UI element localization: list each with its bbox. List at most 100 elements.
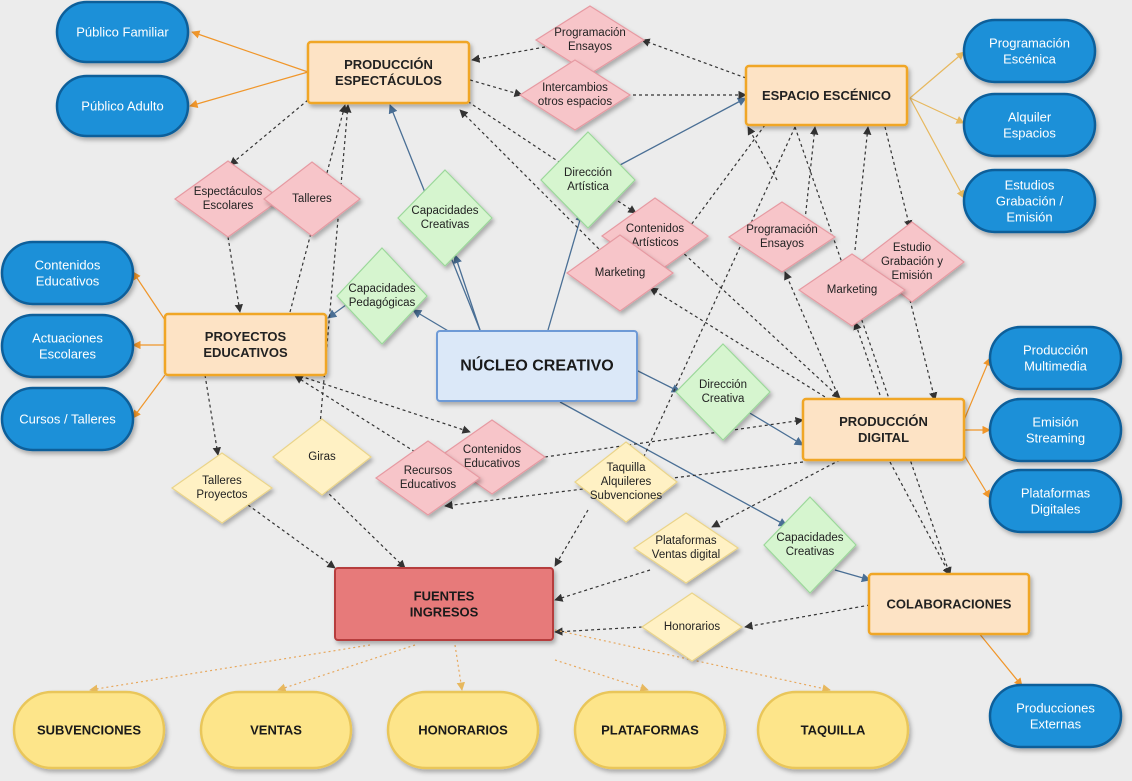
arrow-espacio-to-estudio	[884, 126, 913, 229]
emision-streaming-pill-label: Streaming	[1026, 431, 1085, 446]
giras-diamond[interactable]: Giras	[272, 418, 372, 496]
produccion-espectaculos-box-label: ESPECTÁCULOS	[335, 73, 442, 88]
subvenciones-pill[interactable]: SUBVENCIONES	[12, 690, 166, 770]
talleres-diamond-shape	[263, 161, 361, 237]
contenidos-artisticos-diamond-label: Artísticos	[631, 237, 679, 249]
arrow-giras-to-espectaculos	[319, 104, 352, 426]
arrow-to-producciones-externas	[977, 631, 1023, 687]
honorarios-diamond[interactable]: Honorarios	[640, 592, 744, 662]
honorarios-pill-shape	[386, 690, 540, 770]
ventas-pill[interactable]: VENTAS	[199, 690, 353, 770]
publico-adulto-pill-label: Público Adulto	[81, 99, 163, 114]
arrow-espacio-to-colaboraciones	[794, 126, 952, 576]
actuaciones-escolares-pill-label: Escolares	[39, 347, 97, 362]
capacidades-creativas-bottom-diamond-label: Capacidades	[776, 532, 843, 544]
arrow-honorarios-to-fuentes	[554, 626, 643, 636]
arrow-marketing-to-espacio	[854, 126, 872, 251]
subvenciones-pill-label: SUBVENCIONES	[37, 723, 141, 738]
contenidos-educativos-pill-shape	[0, 240, 135, 306]
taquilla-alquileres-diamond-label: Subvenciones	[590, 490, 662, 502]
capacidades-creativas-bottom-diamond-label: Creativas	[786, 546, 835, 558]
plataformas-pill-shape	[573, 690, 727, 770]
espectaculos-escolares-diamond-shape	[173, 160, 283, 238]
publico-familiar-pill-label: Público Familiar	[76, 25, 169, 40]
plataformas-digitales-pill-shape	[988, 468, 1123, 534]
marketing-left-diamond-shape	[565, 234, 675, 312]
arrow-to-publico-familiar	[191, 30, 309, 73]
actuaciones-escolares-pill-label: Actuaciones	[32, 331, 103, 346]
estudio-grabacion-diamond-label: Estudio	[893, 242, 931, 254]
talleres-diamond-label: Talleres	[292, 193, 332, 205]
arrow-contenidos-to-digital-2	[679, 249, 841, 399]
intercambios-diamond-label: otros espacios	[538, 96, 612, 108]
publico-familiar-pill[interactable]: Público Familiar	[55, 0, 190, 64]
programacion-ensayos-mid-diamond-label: Ensayos	[760, 238, 804, 250]
publico-adulto-pill[interactable]: Público Adulto	[55, 74, 190, 138]
talleres-diamond[interactable]: Talleres	[263, 161, 361, 237]
plataformas-pill[interactable]: PLATAFORMAS	[573, 690, 727, 770]
arrow-giras-to-fuentes	[324, 489, 406, 569]
arrow-ensayos-to-espectaculos	[471, 46, 546, 63]
plataformas-digitales-pill-label: Digitales	[1031, 502, 1081, 517]
fuentes-ingresos-box-label: INGRESOS	[410, 605, 479, 620]
taquilla-alquileres-diamond-label: Taquilla	[607, 462, 647, 474]
marketing-right-diamond-shape	[797, 253, 907, 327]
publico-familiar-pill-shape	[55, 0, 190, 64]
taquilla-pill[interactable]: TAQUILLA	[756, 690, 910, 770]
programacion-escenica-pill-shape	[962, 18, 1097, 84]
arrow-proyectos-to-talleres-proyectos	[204, 374, 221, 456]
arrow-fuentes-to-plataformas	[554, 659, 649, 692]
programacion-escenica-pill-label: Programación	[989, 36, 1070, 51]
arrow-ensayos-to-espacio-2	[804, 126, 819, 221]
arrow-to-publico-adulto	[189, 71, 309, 108]
proyectos-educativos-box-label: EDUCATIVOS	[203, 345, 288, 360]
capacidades-creativas-top-diamond-label: Capacidades	[411, 205, 478, 217]
direccion-artistica-diamond-shape	[540, 131, 636, 229]
espacio-escenico-box[interactable]: ESPACIO ESCÉNICO	[744, 64, 909, 127]
direccion-creativa-diamond-shape	[675, 343, 771, 441]
estudios-grabacion-pill-shape	[962, 168, 1097, 234]
programacion-ensayos-top-diamond-label: Ensayos	[568, 41, 612, 53]
capacidades-creativas-top-diamond-shape	[397, 169, 493, 267]
marketing-right-diamond[interactable]: Marketing	[797, 253, 907, 327]
arrow-to-plataformas-digitales	[963, 454, 991, 499]
nucleo-creativo-box[interactable]: NÚCLEO CREATIVO	[436, 330, 638, 402]
cursos-talleres-pill[interactable]: Cursos / Talleres	[0, 386, 135, 452]
marketing-left-diamond[interactable]: Marketing	[565, 234, 675, 312]
contenidos-educativos-diamond-label: Contenidos	[463, 444, 521, 456]
colaboraciones-box-label: COLABORACIONES	[887, 597, 1012, 612]
marketing-left-diamond-label: Marketing	[595, 267, 646, 279]
contenidos-educativos-diamond-label: Educativos	[464, 458, 521, 470]
honorarios-pill[interactable]: HONORARIOS	[386, 690, 540, 770]
colaboraciones-box[interactable]: COLABORACIONES	[867, 572, 1031, 636]
direccion-creativa-diamond-label: Creativa	[702, 393, 745, 405]
arrow-digital-to-ensayos	[784, 271, 841, 401]
